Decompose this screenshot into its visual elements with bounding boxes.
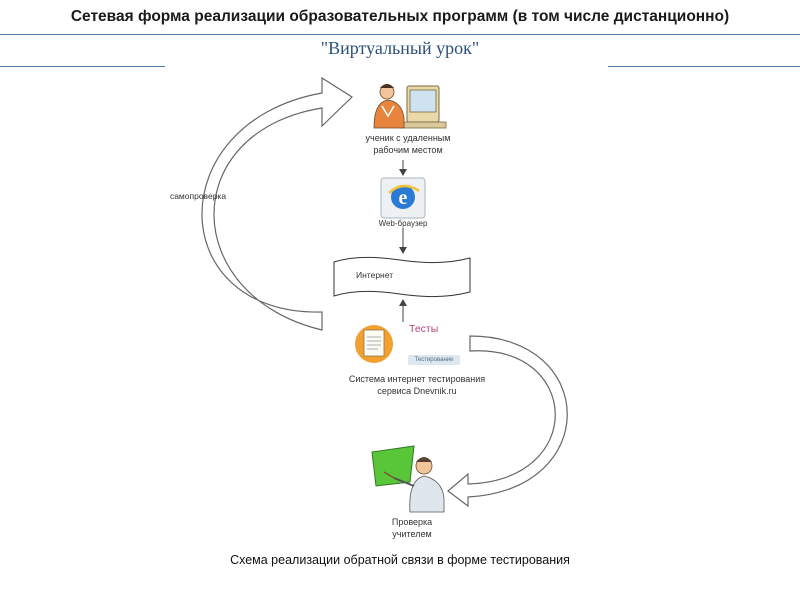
- subtitle-rule-right: [608, 66, 800, 67]
- slide-subtitle: "Виртуальный урок": [320, 38, 480, 58]
- teacher-check-arrow: [447, 335, 568, 508]
- internet-banner: [333, 256, 471, 298]
- tests-notepad-icon: [355, 325, 393, 363]
- svg-text:e: e: [399, 187, 408, 209]
- slide-title: Сетевая форма реализации образовательных…: [70, 8, 730, 25]
- student-computer-icon: [373, 84, 447, 129]
- student-label: ученик с удаленным рабочим местом: [365, 133, 451, 156]
- internet-label: Интернет: [356, 270, 394, 280]
- tests-badge-bg: [408, 355, 460, 365]
- system-label: Система интернет тестирования сервиса Dn…: [348, 374, 486, 397]
- self-check-arrow: [201, 76, 353, 331]
- title-divider: [0, 34, 800, 35]
- web-browser-icon: e: [380, 177, 426, 219]
- teacher-board-icon: [371, 445, 445, 513]
- subtitle-rule-left: [0, 66, 165, 67]
- tests-title: Тесты: [409, 323, 439, 335]
- tests-badge: Тестирование: [414, 357, 454, 363]
- teacher-label: Проверка учителем: [391, 517, 433, 540]
- self-check-label: самопроверка: [169, 191, 227, 201]
- browser-label: Web-браузер: [378, 219, 428, 228]
- diagram-caption: Схема реализации обратной связи в форме …: [230, 553, 570, 567]
